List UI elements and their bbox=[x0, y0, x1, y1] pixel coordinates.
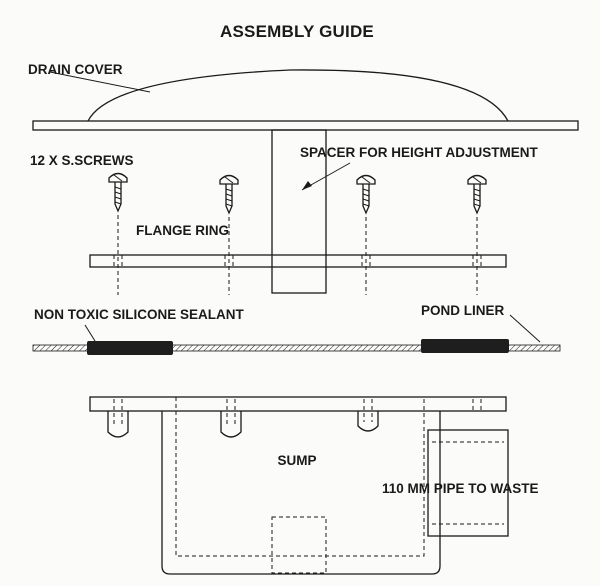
label-drain-cover: DRAIN COVER bbox=[28, 62, 123, 77]
label-spacer: SPACER FOR HEIGHT ADJUSTMENT bbox=[300, 145, 539, 160]
diagram-title: ASSEMBLY GUIDE bbox=[220, 22, 374, 41]
label-pipe: 110 MM PIPE TO WASTE bbox=[382, 481, 539, 496]
screw-4 bbox=[467, 174, 487, 215]
sump: SUMP 110 MM PIPE TO WASTE bbox=[89, 396, 539, 575]
label-pond-liner: POND LINER bbox=[421, 303, 505, 318]
spacer-block bbox=[271, 129, 327, 294]
drain-cover-dome bbox=[87, 69, 509, 122]
sealant-left bbox=[87, 341, 173, 355]
alignment-guides bbox=[117, 215, 478, 295]
screw-1 bbox=[108, 172, 128, 213]
boss-2 bbox=[220, 411, 242, 438]
pond-liner-strip bbox=[32, 344, 561, 352]
sealant-leader bbox=[84, 324, 96, 342]
flange-ring: FLANGE RING bbox=[89, 223, 507, 268]
boss-1 bbox=[107, 411, 129, 438]
drain-cover: DRAIN COVER bbox=[28, 62, 579, 131]
sump-flange bbox=[89, 396, 507, 412]
label-sump: SUMP bbox=[277, 453, 316, 468]
screws: 12 X S.SCREWS bbox=[30, 153, 487, 215]
sealant-right bbox=[421, 339, 509, 353]
label-flange-ring: FLANGE RING bbox=[136, 223, 229, 238]
spacer: SPACER FOR HEIGHT ADJUSTMENT bbox=[271, 129, 539, 294]
flange-ring-bar bbox=[89, 254, 507, 268]
sump-inner bbox=[175, 397, 425, 557]
sump-outlet bbox=[271, 516, 327, 574]
drain-cover-plate bbox=[32, 120, 579, 131]
spacer-arrowhead bbox=[302, 181, 312, 190]
label-sealant: NON TOXIC SILICONE SEALANT bbox=[34, 307, 245, 322]
boss-3 bbox=[357, 411, 379, 432]
pond-liner-leader bbox=[509, 314, 541, 343]
sump-body bbox=[161, 411, 441, 575]
screw-3 bbox=[356, 174, 376, 215]
drain-cover-leader bbox=[49, 71, 151, 93]
waste-pipe bbox=[427, 429, 509, 537]
screw-2 bbox=[219, 174, 239, 215]
label-screws: 12 X S.SCREWS bbox=[30, 153, 134, 168]
pond-liner: NON TOXIC SILICONE SEALANT POND LINER bbox=[32, 303, 561, 355]
